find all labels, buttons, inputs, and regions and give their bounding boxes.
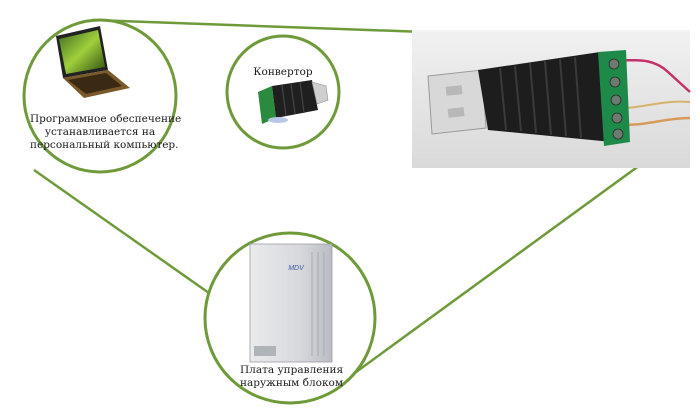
outdoor-caption-line-1: Плата управления — [240, 364, 344, 376]
connector-laptop-outdoor — [33, 168, 227, 307]
usb-converter-photo — [412, 30, 691, 168]
laptop-node — [22, 18, 178, 174]
usb-converter-icon — [258, 80, 329, 124]
laptop-caption: Программное обеспечение устанавливается … — [30, 113, 182, 152]
laptop-caption-line-3: персональный компьютер. — [30, 139, 179, 151]
laptop-caption-line-2: устанавливается на — [44, 126, 156, 138]
laptop-caption-line-1: Программное обеспечение — [30, 113, 182, 125]
converter-node — [225, 34, 341, 150]
converter-caption-text: Конвертор — [253, 66, 313, 78]
outdoor-unit-node: MDV — [203, 231, 377, 405]
converter-caption: Конвертор — [248, 66, 318, 79]
outdoor-unit-icon: MDV — [249, 243, 333, 363]
brand-logo: MDV — [288, 265, 305, 272]
outdoor-caption-line-2: наружным блоком — [240, 377, 344, 389]
outdoor-unit-caption: Плата управления наружным блоком — [240, 364, 344, 390]
laptop-icon — [56, 26, 130, 98]
connector-laptop-photo — [91, 18, 426, 34]
connector-outdoor-photo — [351, 163, 641, 377]
connector-lines — [33, 18, 641, 377]
